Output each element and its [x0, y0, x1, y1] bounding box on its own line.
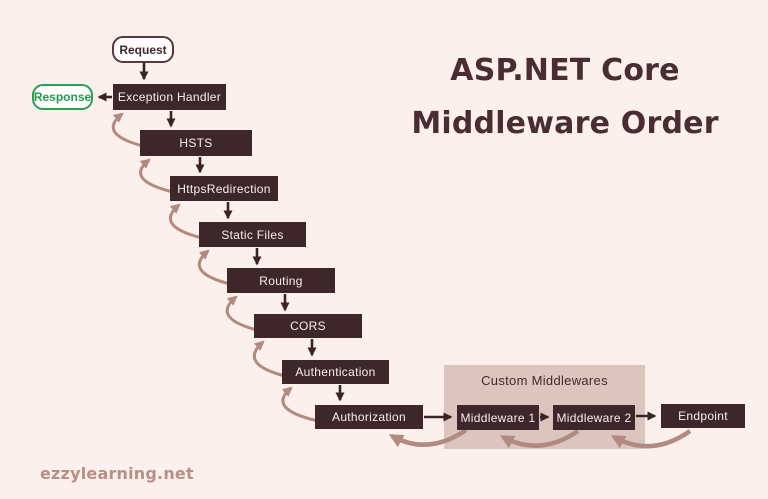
authentication-node: Authentication: [282, 360, 389, 384]
return-arrow-authorization-to-authentication: [281, 386, 319, 423]
authentication-label: Authentication: [295, 365, 376, 379]
middleware-2-label: Middleware 2: [556, 410, 632, 425]
response-node: Response: [32, 84, 93, 110]
static-files-node: Static Files: [199, 222, 306, 247]
authorization-node: Authorization: [315, 405, 423, 429]
return-arrow-middleware2-to-middleware1: [499, 429, 580, 449]
hsts-label: HSTS: [179, 136, 213, 150]
return-arrow-routing-to-staticfiles: [197, 249, 231, 286]
endpoint-label: Endpoint: [678, 409, 728, 423]
page-title-line2: Middleware Order: [411, 106, 719, 141]
page-title: ASP.NET Core Middleware Order: [405, 44, 725, 150]
exception-handler-node: Exception Handler: [113, 84, 226, 110]
page-title-line1: ASP.NET Core: [450, 53, 680, 88]
middleware-1-label: Middleware 1: [460, 410, 536, 425]
return-arrow-endpoint-to-middleware2: [610, 429, 692, 449]
middleware-2-node: Middleware 2: [553, 405, 635, 430]
routing-node: Routing: [227, 268, 335, 293]
return-arrow-hsts-to-exception-handler: [111, 112, 144, 148]
return-arrow-httpsredirection-to-hsts: [139, 158, 174, 194]
return-arrow-cors-to-routing: [225, 295, 258, 332]
custom-middlewares-label: Custom Middlewares: [481, 373, 608, 388]
routing-label: Routing: [259, 273, 303, 288]
request-label: Request: [119, 42, 167, 57]
watermark-text: ezzylearning.net: [40, 464, 194, 483]
endpoint-node: Endpoint: [661, 404, 745, 428]
response-label: Response: [33, 90, 92, 104]
https-redirection-label: HttpsRedirection: [177, 181, 271, 196]
authorization-label: Authorization: [332, 410, 406, 424]
return-arrow-authentication-to-cors: [252, 340, 286, 378]
cors-label: CORS: [290, 319, 326, 333]
middleware-1-node: Middleware 1: [457, 405, 539, 430]
return-arrow-staticfiles-to-httpsredirection: [168, 203, 203, 240]
https-redirection-node: HttpsRedirection: [170, 176, 278, 201]
exception-handler-label: Exception Handler: [117, 90, 222, 104]
cors-node: CORS: [254, 314, 362, 338]
request-node: Request: [112, 36, 174, 63]
return-arrow-middleware1-to-authorization: [388, 428, 468, 448]
hsts-node: HSTS: [140, 130, 252, 156]
static-files-label: Static Files: [221, 227, 284, 242]
